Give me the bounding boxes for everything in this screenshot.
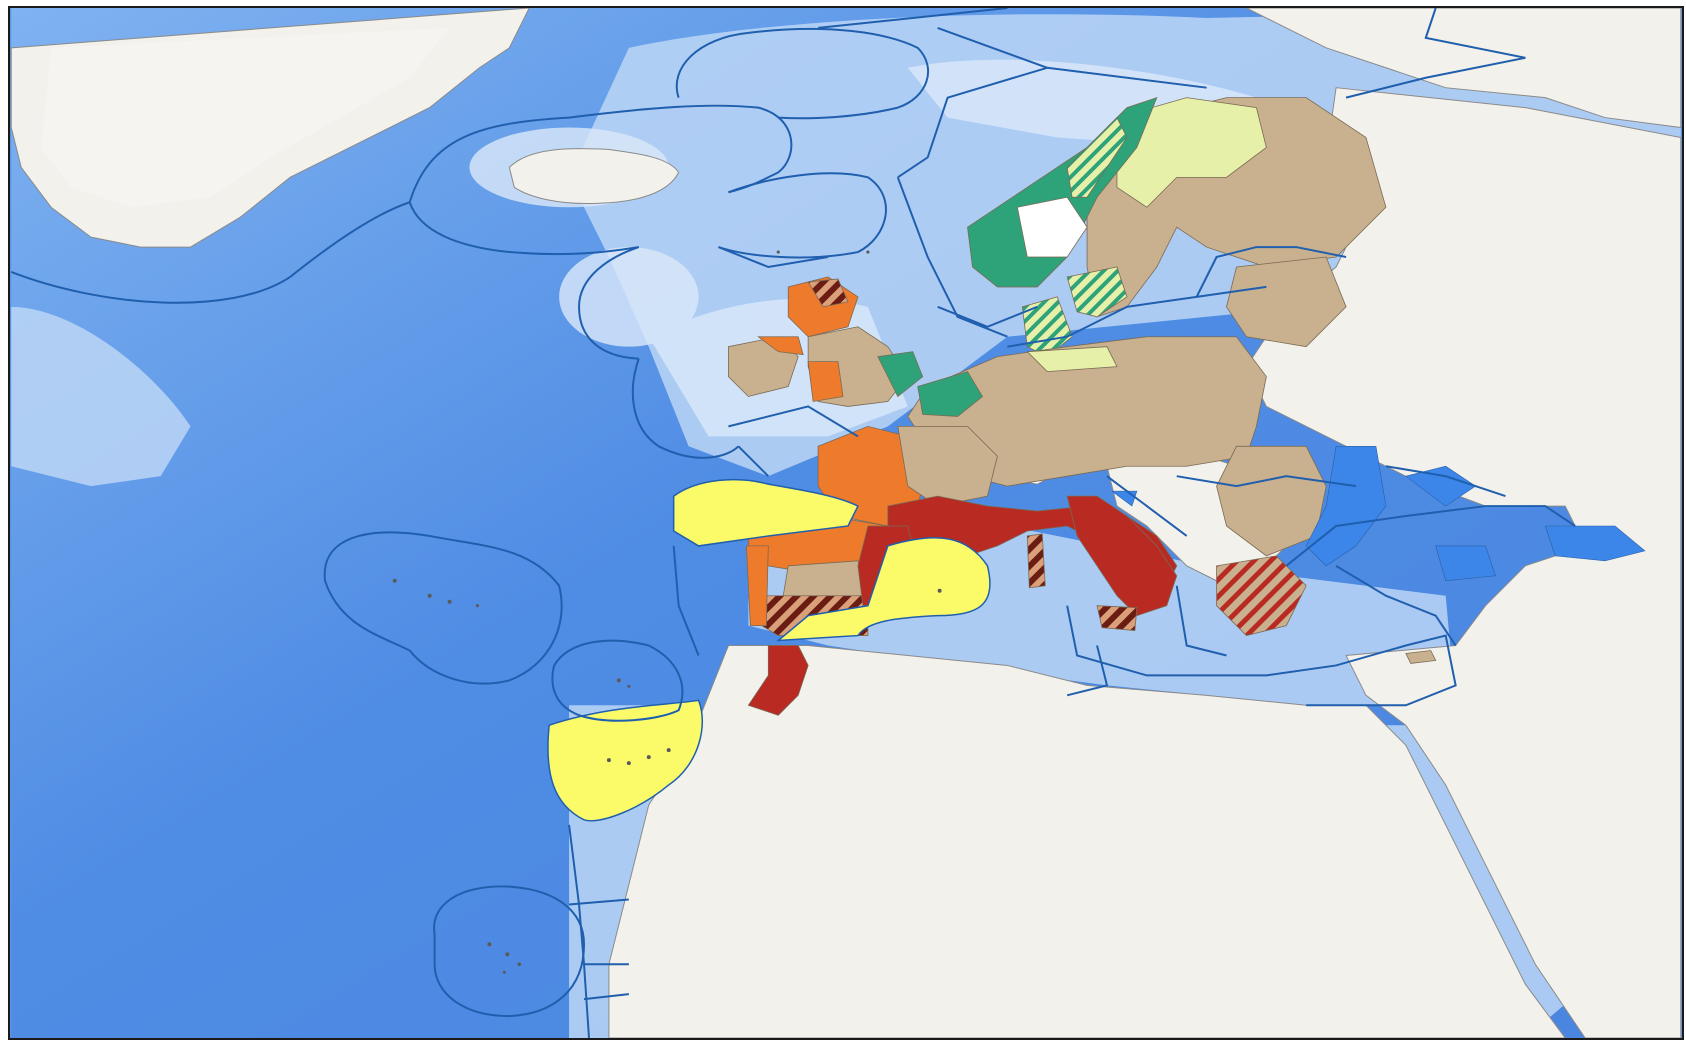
region-norway-north xyxy=(1116,97,1267,208)
land-greenland-ice xyxy=(41,27,450,208)
zone-bay-of-biscay xyxy=(672,478,859,547)
region-uk-wales xyxy=(807,361,844,402)
region-morocco-red xyxy=(747,645,809,716)
region-baltic xyxy=(1226,256,1347,348)
region-benelux xyxy=(917,371,983,417)
land-north-africa xyxy=(608,645,1566,1038)
region-sweden-south-hatched xyxy=(1066,266,1128,318)
marine-black-sea-west xyxy=(1305,445,1387,567)
region-portugal xyxy=(745,545,769,626)
eez-boundaries xyxy=(10,8,1576,1038)
offshore-yellow-zones xyxy=(547,478,991,822)
region-germany-north-lightgreen xyxy=(1026,346,1118,372)
region-norway-hatched xyxy=(1066,116,1128,198)
region-norway-white xyxy=(1016,196,1088,258)
region-italy-red xyxy=(1066,495,1178,617)
marine-black-sea-south xyxy=(1435,545,1496,582)
marine-blue-areas xyxy=(1111,445,1646,582)
zone-canary xyxy=(547,699,704,822)
region-eastern-eu xyxy=(1216,445,1327,557)
zone-western-med xyxy=(776,537,991,642)
map-canvas[interactable] xyxy=(10,8,1682,1038)
region-sardinia-hatch xyxy=(1026,533,1046,589)
islands xyxy=(392,250,942,974)
region-uk-scotland-hatch xyxy=(807,278,849,308)
region-greece xyxy=(1216,555,1307,637)
region-france-east xyxy=(897,425,998,507)
marine-black-sea-east xyxy=(1544,525,1646,562)
land-iceland xyxy=(508,148,680,205)
region-cyprus xyxy=(1405,650,1437,664)
region-italy-south-hatch xyxy=(1096,605,1138,632)
map-frame[interactable] xyxy=(8,6,1684,1040)
region-uk-east-green xyxy=(877,351,924,398)
region-ireland-west xyxy=(757,336,804,356)
land-north-east xyxy=(1246,8,1682,129)
